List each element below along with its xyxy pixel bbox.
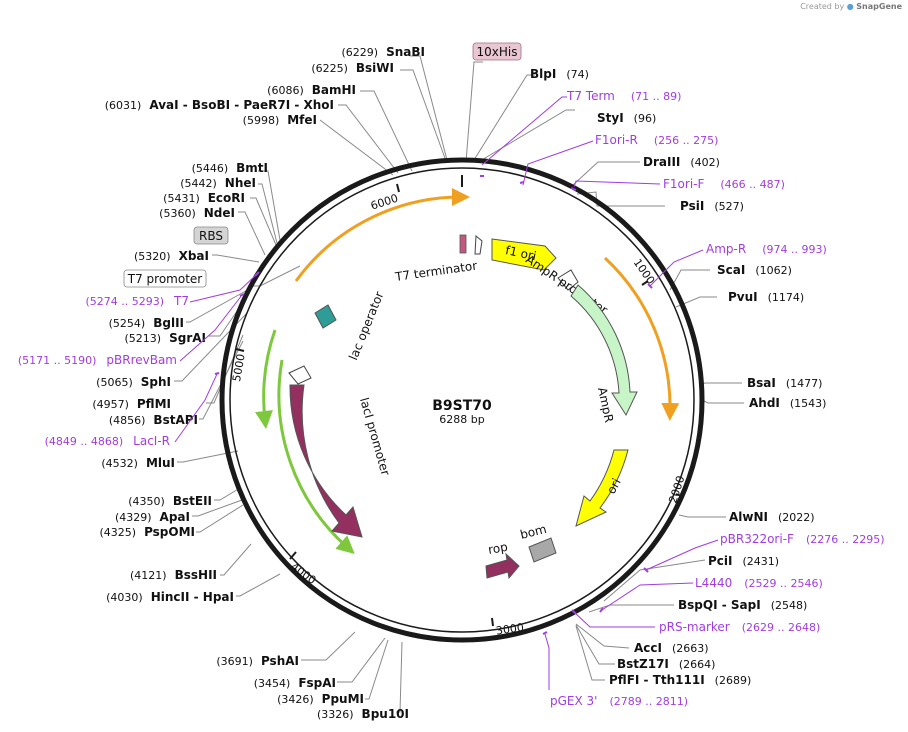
left-primer-labels: (5274 .. 5293)T7 (5171 .. 5190)pBRrevBam… xyxy=(18,294,189,448)
site-styi: StyI(96) xyxy=(597,111,656,125)
right-primer-labels: T7 Term(71 .. 89) F1ori-R(256 .. 275) F1… xyxy=(550,89,885,708)
site-bpu10i: (3326)Bpu10I xyxy=(317,707,409,721)
rop-feature xyxy=(485,552,520,580)
primer-pbr322ori-f: pBR322ori-F(2276 .. 2295) xyxy=(720,532,885,546)
site-apai: (4329)ApaI xyxy=(115,510,190,524)
t7-promoter-label: T7 promoter xyxy=(127,272,203,286)
site-ppumi: (3426)PpuMI xyxy=(277,692,364,706)
snapgene-credit: Created by ● SnapGene xyxy=(800,2,902,11)
bom-feature xyxy=(528,537,557,563)
orf-arc-top xyxy=(294,188,470,282)
site-bamhi: (6086)BamHI xyxy=(267,83,356,97)
site-ahdi: AhdI(1543) xyxy=(749,396,826,410)
credit-prefix: Created by xyxy=(800,2,845,11)
site-mfei: (5998)MfeI xyxy=(243,113,317,127)
primer-f1ori-r: F1ori-R(256 .. 275) xyxy=(595,133,718,147)
plasmid-name: B9ST70 xyxy=(432,398,492,414)
orf-arc-left xyxy=(255,329,277,429)
site-bsshii: (4121)BssHII xyxy=(130,568,217,582)
t7-terminator-feature xyxy=(459,234,467,254)
primer-leaders xyxy=(174,96,719,690)
site-pflfi-tth111i: PflFI - Tth111I(2689) xyxy=(609,673,751,687)
site-bsiwi: (6225)BsiWI xyxy=(311,61,394,75)
rop-label: rop xyxy=(487,540,509,557)
site-ecori: (5431)EcoRI xyxy=(163,191,245,205)
primer-l4440: L4440(2529 .. 2546) xyxy=(695,576,823,590)
laci-feature xyxy=(289,384,363,538)
right-site-labels: BlpI(74) StyI(96) DraIII(402) PsiI(527) … xyxy=(530,67,826,687)
site-bglii: (5254)BglII xyxy=(109,316,184,330)
primer-pbrrevbam: (5171 .. 5190)pBRrevBam xyxy=(18,353,177,367)
snapgene-logo-icon: ● xyxy=(846,2,854,11)
orf-arc-laci xyxy=(277,359,355,554)
his-tag-label: 10xHis xyxy=(477,45,518,59)
tick-6000: 6000 xyxy=(369,192,400,213)
primer-t7-term: T7 Term(71 .. 89) xyxy=(566,89,681,103)
backbone-inner xyxy=(229,167,695,633)
primer-prs-marker: pRS-marker(2629 .. 2648) xyxy=(659,620,820,634)
plasmid-length: 6288 bp xyxy=(439,413,484,426)
bom-label: bom xyxy=(519,522,548,542)
site-fspai: (3454)FspAI xyxy=(254,676,336,690)
laci-promoter-feature xyxy=(288,365,312,385)
site-pcii: PciI(2431) xyxy=(708,554,779,568)
primer-t7: (5274 .. 5293)T7 xyxy=(85,294,189,308)
laci-label: lacI xyxy=(321,448,341,472)
ori-feature xyxy=(575,449,629,527)
site-pshai: (3691)PshAI xyxy=(216,654,299,668)
site-bspqi-sapi: BspQI - SapI(2548) xyxy=(678,598,807,612)
ampr-feature xyxy=(570,284,638,417)
site-snabi: (6229)SnaBI xyxy=(342,45,425,59)
tick-3000: 3000 xyxy=(495,621,525,638)
t7-promoter-box xyxy=(123,269,207,288)
primer-amp-r: Amp-R(974 .. 993) xyxy=(706,242,827,256)
site-acci: AccI(2663) xyxy=(634,641,709,655)
f1-ori-label: f1 ori xyxy=(504,243,538,263)
backbone-outer xyxy=(219,157,705,643)
site-blpi: BlpI(74) xyxy=(530,67,589,81)
laci-promoter-label: lacI promoter xyxy=(357,396,393,477)
lac-operator-feature xyxy=(314,304,337,329)
tick-marks xyxy=(235,175,685,627)
ampr-promoter-feature xyxy=(557,269,579,291)
site-nhei: (5442)NheI xyxy=(180,176,256,190)
his-tag-box xyxy=(472,42,522,61)
site-pflmi: (4957)PflMI xyxy=(92,397,171,411)
site-bmti: (5446)BmtI xyxy=(192,161,268,175)
site-sphi: (5065)SphI xyxy=(96,375,171,389)
primer-laci-r: (4849 .. 4868)LacI-R xyxy=(45,434,170,448)
site-sgrai: (5213)SgrAI xyxy=(125,331,206,345)
site-xbai: (5320)XbaI xyxy=(134,249,209,263)
rbs-label: RBS xyxy=(199,229,223,243)
site-bsteii: (4350)BstEII xyxy=(128,494,212,508)
site-alwni: AlwNI(2022) xyxy=(729,510,815,524)
primer-pgex-3: pGEX 3'(2789 .. 2811) xyxy=(550,694,688,708)
site-bstapi: (4856)BstAPI xyxy=(109,413,198,427)
rbs-box xyxy=(193,226,229,245)
t7-terminator-label: T7 terminator xyxy=(393,259,478,285)
site-mlui: (4532)MluI xyxy=(101,456,175,470)
primer-f1ori-f: F1ori-F(466 .. 487) xyxy=(663,177,785,191)
ori-label: ori xyxy=(604,476,624,496)
f1-ori-feature xyxy=(491,238,557,271)
left-site-labels: (6229)SnaBI (6225)BsiWI (6086)BamHI (603… xyxy=(92,45,425,721)
site-bsai: BsaI(1477) xyxy=(747,376,822,390)
site-psii: PsiI(527) xyxy=(680,199,744,213)
site-ndei: (5360)NdeI xyxy=(159,206,235,220)
lac-operator-label: lac operator xyxy=(346,289,386,362)
site-pvui: PvuI(1174) xyxy=(728,290,804,304)
tick-5000: 5000 xyxy=(230,353,248,383)
ampr-label: AmpR xyxy=(595,386,616,424)
site-pspomi: (4325)PspOMI xyxy=(99,525,195,539)
site-bstz17i: BstZ17I(2664) xyxy=(617,657,715,671)
primer-marks xyxy=(214,175,653,635)
site-hincii-hpai: (4030)HincII - HpaI xyxy=(106,590,234,604)
site-draiii: DraIII(402) xyxy=(643,155,720,169)
credit-brand: SnapGene xyxy=(856,2,902,11)
site-scai: ScaI(1062) xyxy=(717,263,792,277)
t7-terminator-arrow xyxy=(474,234,483,255)
orf-arc-right xyxy=(603,256,680,421)
site-avai-group: (6031)AvaI - BsoBI - PaeR7I - XhoI xyxy=(105,98,334,112)
